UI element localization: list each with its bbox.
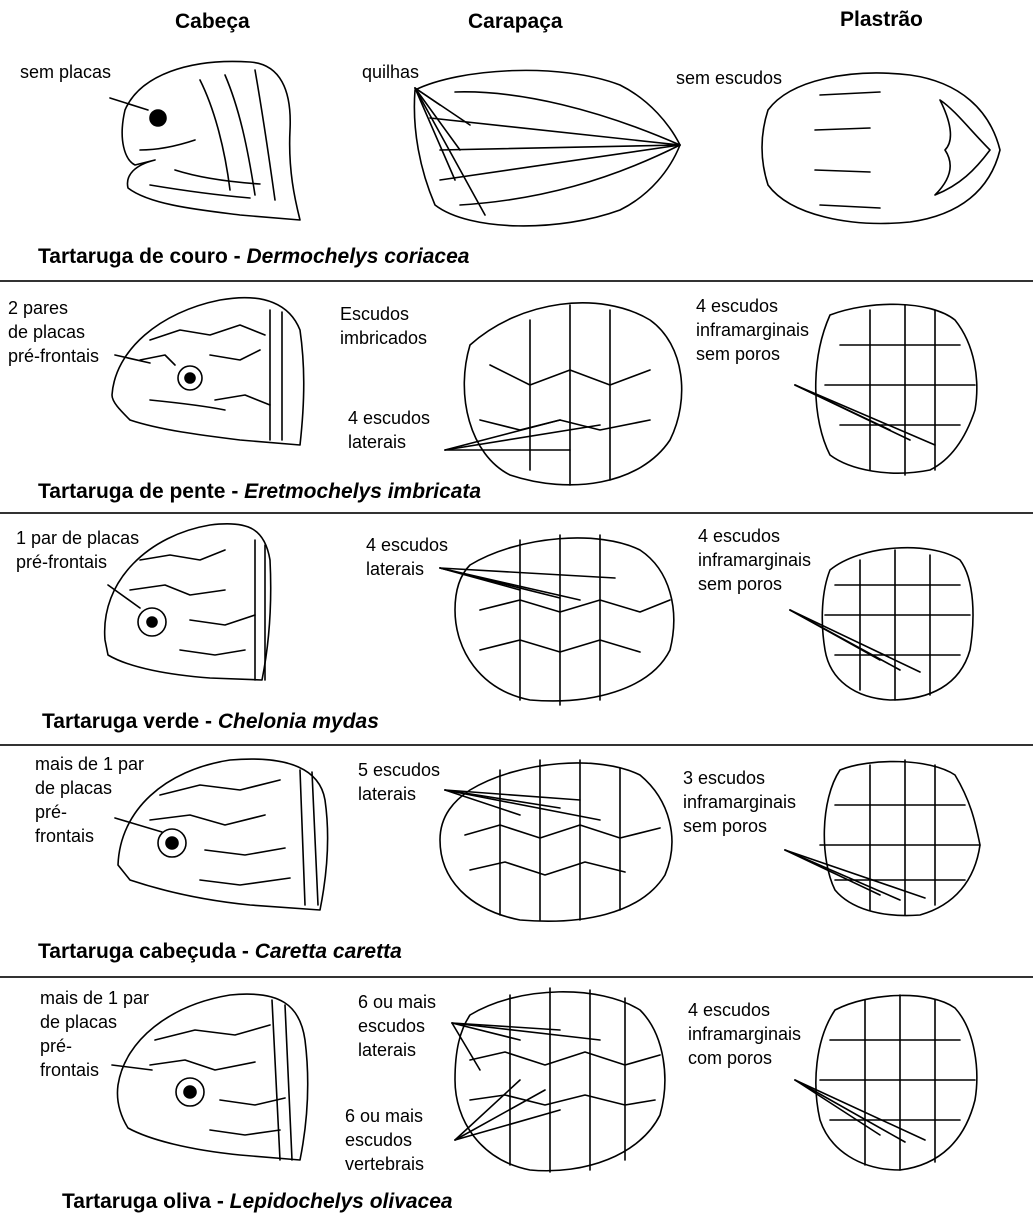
plastron-chelonia bbox=[790, 548, 973, 700]
head-note: 2 pares de placas pré-frontais bbox=[8, 296, 99, 368]
row-divider bbox=[0, 512, 1033, 514]
carapace-chelonia bbox=[440, 535, 674, 705]
common-name: Tartaruga verde - bbox=[42, 710, 218, 733]
carapace-caretta bbox=[440, 760, 672, 921]
species-caption: Tartaruga de couro - Dermochelys coriace… bbox=[38, 245, 469, 269]
carapace-note: 5 escudos laterais bbox=[358, 758, 440, 806]
common-name: Tartaruga cabeçuda - bbox=[38, 940, 255, 963]
head-note: 1 par de placas pré-frontais bbox=[16, 526, 139, 574]
common-name: Tartaruga de couro - bbox=[38, 245, 246, 268]
plastron-note: sem escudos bbox=[676, 66, 782, 90]
carapace-note: Escudos imbricados bbox=[340, 302, 427, 350]
scientific-name: Eretmochelys imbricata bbox=[244, 480, 481, 503]
common-name: Tartaruga oliva - bbox=[62, 1190, 230, 1213]
carapace-note-2: 6 ou mais escudos vertebrais bbox=[345, 1104, 424, 1176]
carapace-note: quilhas bbox=[362, 60, 419, 84]
carapace-eretmochelys bbox=[445, 303, 682, 485]
scientific-name: Chelonia mydas bbox=[218, 710, 379, 733]
head-eretmochelys bbox=[112, 298, 304, 445]
head-dermochelys bbox=[110, 61, 300, 220]
carapace-note: 6 ou mais escudos laterais bbox=[358, 990, 436, 1062]
plastron-note: 4 escudos inframarginais sem poros bbox=[698, 524, 811, 596]
scientific-name: Dermochelys coriacea bbox=[246, 245, 469, 268]
species-caption: Tartaruga de pente - Eretmochelys imbric… bbox=[38, 480, 481, 504]
scientific-name: Caretta caretta bbox=[255, 940, 402, 963]
row-divider bbox=[0, 744, 1033, 746]
carapace-lepidochelys bbox=[452, 988, 665, 1172]
scientific-name: Lepidochelys olivacea bbox=[230, 1190, 453, 1213]
column-heading-head: Cabeça bbox=[175, 10, 250, 34]
head-note: mais de 1 par de placas pré- frontais bbox=[35, 752, 144, 848]
common-name: Tartaruga de pente - bbox=[38, 480, 244, 503]
plastron-note: 4 escudos inframarginais com poros bbox=[688, 998, 801, 1070]
head-caretta bbox=[115, 759, 328, 910]
carapace-dermochelys bbox=[414, 70, 680, 226]
row-divider bbox=[0, 976, 1033, 978]
species-caption: Tartaruga cabeçuda - Caretta caretta bbox=[38, 940, 402, 964]
row-divider bbox=[0, 280, 1033, 282]
species-caption: Tartaruga verde - Chelonia mydas bbox=[42, 710, 379, 734]
carapace-note-2: 4 escudos laterais bbox=[348, 406, 430, 454]
species-caption: Tartaruga oliva - Lepidochelys olivacea bbox=[62, 1190, 453, 1214]
plastron-caretta bbox=[785, 760, 980, 916]
column-heading-carapace: Carapaça bbox=[468, 10, 563, 34]
plastron-note: 4 escudos inframarginais sem poros bbox=[696, 294, 809, 366]
plastron-eretmochelys bbox=[795, 304, 977, 475]
plastron-dermochelys bbox=[762, 73, 1000, 223]
plastron-note: 3 escudos inframarginais sem poros bbox=[683, 766, 796, 838]
head-note: sem placas bbox=[20, 60, 111, 84]
head-note: mais de 1 par de placas pré- frontais bbox=[40, 986, 149, 1082]
column-heading-plastron: Plastrão bbox=[840, 8, 923, 32]
plastron-lepidochelys bbox=[795, 995, 977, 1170]
carapace-note: 4 escudos laterais bbox=[366, 533, 448, 581]
